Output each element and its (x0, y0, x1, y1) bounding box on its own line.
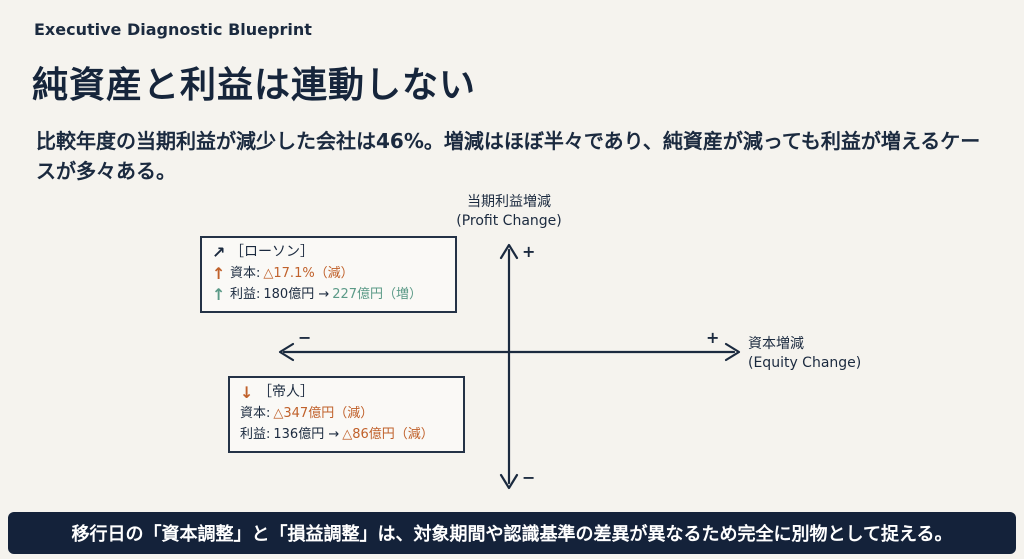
x-axis-arrowhead-right (724, 342, 741, 362)
y-axis-label-en: (Profit Change) (456, 213, 562, 229)
equity-label-lawson: 資本: (230, 266, 261, 281)
profit-label-lawson: 利益: (230, 287, 261, 302)
equity-row-teijin: 資本: △347億円（減） (240, 403, 453, 424)
x-axis-arrowhead-left (278, 342, 295, 362)
x-axis-label-en: (Equity Change) (748, 355, 862, 371)
y-plus-sign: + (522, 242, 536, 261)
company-name-lawson: ［ローソン］ (230, 244, 314, 260)
company-name-teijin: ［帝人］ (258, 384, 314, 400)
footer-text: 移行日の「資本調整」と「損益調整」は、対象期間や認識基準の差異が異なるため完全に… (71, 524, 953, 545)
profit-label-teijin: 利益: (240, 427, 271, 442)
x-minus-sign: − (298, 328, 312, 347)
equity-label-teijin: 資本: (240, 406, 271, 421)
y-axis-label: 当期利益増減 (Profit Change) (452, 193, 566, 231)
profit-to-lawson: 227億円（増） (332, 287, 423, 302)
y-axis-arrowhead-top (499, 243, 519, 260)
page-title: 純資産と利益は連動しない (32, 65, 477, 106)
case-header-teijin: ↓ ［帝人］ (240, 382, 453, 403)
x-plus-sign: + (706, 328, 720, 347)
lead-text: 比較年度の当期利益が減少した会社は46%。増減はほぼ半々であり、純資産が減っても… (36, 129, 981, 183)
case-box-lawson: ↗ ［ローソン］ ↑ 資本: △17.1%（減） ↑ 利益: 180億円 → 2… (200, 236, 457, 313)
profit-row-lawson: ↑ 利益: 180億円 → 227億円（増） (212, 284, 445, 305)
x-axis-label-jp: 資本増減 (748, 336, 804, 352)
arrow-up-icon: ↑ (212, 264, 226, 283)
footer-banner: 移行日の「資本調整」と「損益調整」は、対象期間や認識基準の差異が異なるため完全に… (8, 512, 1016, 554)
y-axis-label-jp: 当期利益増減 (467, 194, 551, 210)
case-box-teijin: ↓ ［帝人］ 資本: △347億円（減） 利益: 136億円 → △86億円（減… (228, 376, 465, 453)
eyebrow: Executive Diagnostic Blueprint (34, 20, 312, 39)
profit-to-teijin: △86億円（減） (342, 427, 434, 442)
equity-value-teijin: △347億円（減） (273, 406, 374, 421)
arrow-up-icon: ↑ (212, 285, 226, 304)
profit-row-teijin: 利益: 136億円 → △86億円（減） (240, 424, 453, 445)
arrow-up-right-icon: ↗ (212, 243, 226, 262)
x-axis-label: 資本増減 (Equity Change) (748, 335, 861, 373)
arrow-down-icon: ↓ (240, 383, 254, 402)
profit-from-lawson: 180億円 → (263, 287, 330, 302)
profit-from-teijin: 136億円 → (273, 427, 340, 442)
y-axis-arrowhead-bottom (499, 473, 519, 490)
y-minus-sign: − (522, 468, 536, 487)
equity-row-lawson: ↑ 資本: △17.1%（減） (212, 263, 445, 284)
case-header-lawson: ↗ ［ローソン］ (212, 242, 445, 263)
equity-value-lawson: △17.1%（減） (263, 266, 354, 281)
